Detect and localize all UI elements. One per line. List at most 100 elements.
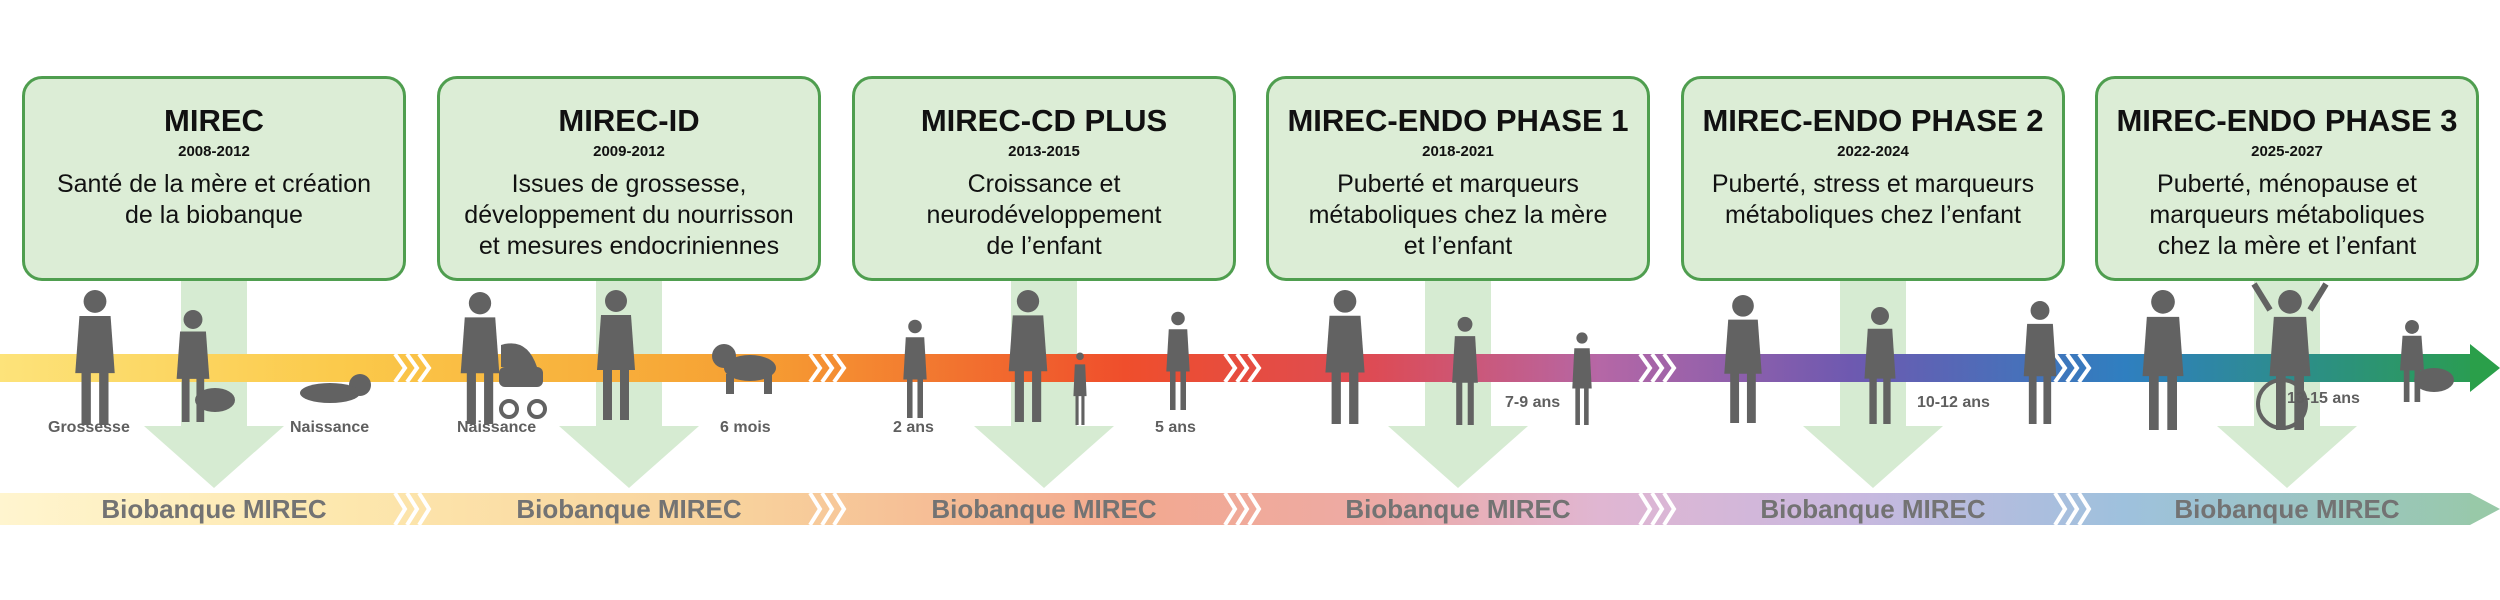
phase-years: 2025-2027 xyxy=(2251,143,2323,160)
phase-description: Puberté, stress et marqueurs métaboliques… xyxy=(1684,169,2062,231)
timeline-chevron-1-2 xyxy=(405,352,420,384)
phase-title: MIREC-ENDO PHASE 2 xyxy=(1702,103,2044,138)
lying-baby-icon xyxy=(300,374,371,403)
timeline-chevron-3-3 xyxy=(1247,352,1262,384)
biobank-chevron-3-3 xyxy=(1247,491,1262,527)
toddler-icon xyxy=(712,344,776,394)
woman-hand-on-hip-icon xyxy=(1452,316,1478,425)
phase-years: 2009-2012 xyxy=(593,143,665,160)
girl-in-dress-icon xyxy=(1724,295,1762,423)
timeline-chevron-4-1 xyxy=(1638,352,1653,384)
timeline-chevron-3-2 xyxy=(1235,352,1250,384)
phase-title: MIREC-CD PLUS xyxy=(920,103,1168,138)
biobank-chevron-4-3 xyxy=(1662,491,1677,527)
biobank-chevron-5-3 xyxy=(2077,491,2092,527)
biobank-chevron-5-1 xyxy=(2053,491,2068,527)
biobank-label-4: Biobanque MIREC xyxy=(1345,494,1571,524)
age-label: 10-12 ans xyxy=(1917,394,1990,411)
connector-arrowhead-1 xyxy=(144,426,284,488)
biobank-chevron-3-2 xyxy=(1235,491,1250,527)
biobank-chevron-2-3 xyxy=(832,491,847,527)
biobank-label-1: Biobanque MIREC xyxy=(101,494,327,524)
connector-arrowhead-2 xyxy=(559,426,699,488)
description-line: métaboliques chez la mère xyxy=(1308,201,1608,229)
crawling-baby-icon xyxy=(597,290,635,420)
phase-description: Puberté et marqueurs métaboliques chez la… xyxy=(1269,169,1647,262)
pregnant-woman-icon xyxy=(75,290,115,425)
age-label: Grossesse xyxy=(48,419,130,436)
biobank-chevrons xyxy=(393,491,2092,527)
biobank-chevron-2-1 xyxy=(808,491,823,527)
age-label: Naissance xyxy=(457,419,537,436)
description-line: Puberté, stress et marqueurs xyxy=(1711,170,2035,198)
description-line: métaboliques chez l’enfant xyxy=(1724,201,2022,229)
description-line: Puberté, ménopause et xyxy=(2157,170,2417,198)
phase-years: 2013-2015 xyxy=(1008,143,1080,160)
description-line: développement du nourrisson xyxy=(464,201,794,229)
biobank-chevron-4-2 xyxy=(1650,491,1665,527)
age-label: 6 mois xyxy=(720,419,771,436)
age-label: 2 ans xyxy=(893,419,934,436)
phase-description: Puberté, ménopause et marqueurs métaboliq… xyxy=(2098,169,2476,262)
description-line: Santé de la mère et création xyxy=(56,170,372,198)
biobank-chevron-1-3 xyxy=(417,491,432,527)
description-line: Puberté et marqueurs xyxy=(1337,170,1579,198)
biobank-label-3: Biobanque MIREC xyxy=(931,494,1157,524)
description-line: de la biobanque xyxy=(125,201,303,229)
woman-with-bag-icon xyxy=(1864,306,1896,424)
boy-reading-icon xyxy=(2400,320,2454,402)
phase-title: MIREC-ID xyxy=(558,103,700,138)
woman-with-stroller-icon xyxy=(460,292,500,424)
connector-arrowhead-5 xyxy=(1803,426,1943,488)
description-line: Issues de grossesse, xyxy=(511,170,747,198)
timeline-chevrons xyxy=(393,352,2092,384)
biobank-chevron-2-2 xyxy=(820,491,835,527)
boy-reading-icon xyxy=(2251,282,2329,430)
mother-with-baby-icon xyxy=(176,310,235,422)
timeline-chevron-5-1 xyxy=(2053,352,2068,384)
small-child-icon xyxy=(1325,290,1365,424)
description-line: marqueurs métaboliques xyxy=(2149,201,2425,229)
phase-years: 2008-2012 xyxy=(178,143,250,160)
phase-years: 2022-2024 xyxy=(1837,143,1909,160)
description-line: de l’enfant xyxy=(986,232,1102,260)
age-label: 5 ans xyxy=(1155,419,1196,436)
description-line: chez la mère et l’enfant xyxy=(2157,232,2417,260)
phase-title: MIREC-ENDO PHASE 3 xyxy=(2116,103,2458,138)
age-label: Naissance xyxy=(290,419,370,436)
description-line: neurodéveloppement xyxy=(926,201,1162,229)
timeline-chevron-1-3 xyxy=(417,352,432,384)
timeline-chevron-5-2 xyxy=(2065,352,2080,384)
biobank-chevron-4-1 xyxy=(1638,491,1653,527)
timeline-chevron-2-3 xyxy=(832,352,847,384)
description-line: et mesures endocriniennes xyxy=(478,232,780,260)
phase-title: MIREC-ENDO PHASE 1 xyxy=(1287,103,1629,138)
phase-title: MIREC xyxy=(164,103,264,138)
biobank-chevron-5-2 xyxy=(2065,491,2080,527)
timeline-chevron-2-2 xyxy=(820,352,835,384)
connector-arrowhead-4 xyxy=(1388,426,1528,488)
girl-dancing-icon xyxy=(1008,290,1048,422)
connector-arrowhead-3 xyxy=(974,426,1114,488)
biobank-label-5: Biobanque MIREC xyxy=(1760,494,1986,524)
biobank-chevron-3-1 xyxy=(1223,491,1238,527)
biobank-chevron-1-1 xyxy=(393,491,408,527)
timeline-chevron-5-3 xyxy=(2077,352,2092,384)
parent-lifting-child-icon xyxy=(499,343,547,419)
phase-years: 2018-2021 xyxy=(1422,143,1494,160)
child-jump-rope-icon xyxy=(1166,311,1190,410)
phase-description: Santé de la mère et création de la bioban… xyxy=(25,169,403,231)
description-line: et l’enfant xyxy=(1403,232,1513,260)
boy-with-backpack-icon xyxy=(1572,332,1592,425)
timeline-chevron-4-3 xyxy=(1662,352,1677,384)
age-label: 13-15 ans xyxy=(2287,390,2360,407)
woman-standing-icon xyxy=(1073,352,1087,425)
